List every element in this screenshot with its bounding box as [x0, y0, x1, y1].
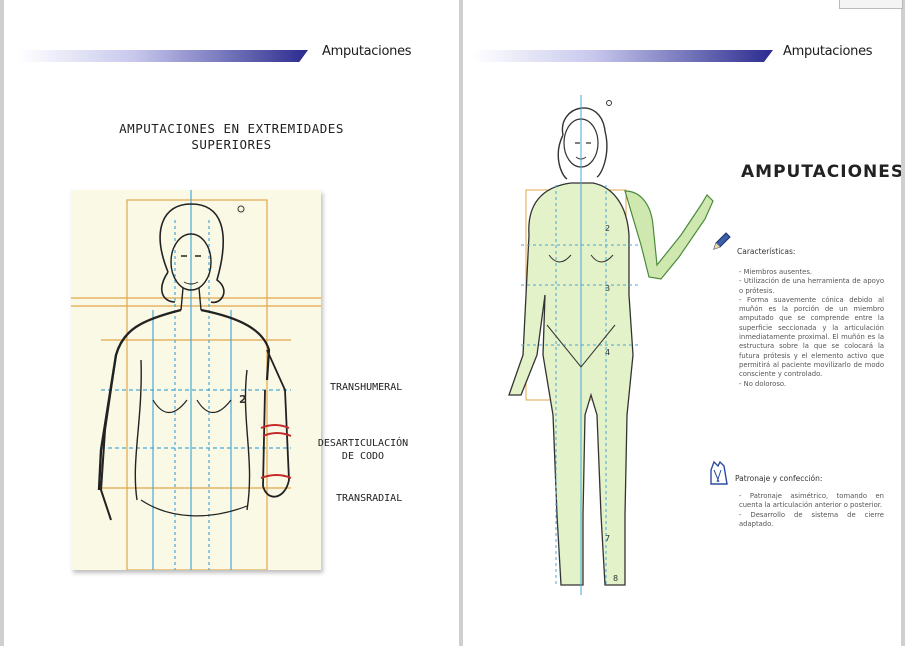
figure-mark-3: 3 — [605, 284, 610, 293]
list-item: - Utilización de una herramienta de apoy… — [739, 277, 884, 296]
right-page: Amputaciones o 2 3 4 7 8 AMPUTACIONES — [463, 0, 901, 646]
viewer-tab[interactable] — [839, 0, 903, 9]
brand-title: Amputaciones — [322, 44, 411, 59]
caracteristicas-list: - Miembros ausentes. - Utilización de un… — [739, 268, 884, 389]
figure-sketch: o 2 — [71, 190, 321, 570]
pencil-icon — [711, 230, 733, 252]
female-figure-colored-illustration — [501, 95, 736, 595]
page-title: AMPUTACIONES — [741, 162, 901, 182]
left-page: Amputaciones AMPUTACIONES EN EXTREMIDADE… — [4, 0, 459, 646]
figure-mark-2: 2 — [239, 393, 247, 406]
label-desarticulacion-line1: DESARTICULACIÓN — [315, 437, 411, 450]
garment-pattern-icon — [709, 460, 729, 486]
caracteristicas-heading: Características: — [737, 247, 795, 256]
patronaje-list: - Patronaje asimétrico, tomando en cuent… — [739, 492, 884, 529]
list-item: - Desarrollo de sistema de cierre adapta… — [739, 511, 884, 530]
figure-mark-4: 4 — [605, 348, 610, 357]
figure-mark-8: 8 — [613, 574, 618, 583]
header-gradient-bar — [18, 50, 308, 62]
female-figure-illustration — [71, 190, 321, 570]
brand-title: Amputaciones — [783, 44, 872, 59]
list-item: - Forma suavemente cónica debido al muñó… — [739, 296, 884, 380]
header-gradient-bar — [473, 50, 773, 62]
label-desarticulacion: DESARTICULACIÓN DE CODO — [315, 437, 411, 463]
figure-mark-2: 2 — [605, 224, 610, 233]
label-transradial: TRANSRADIAL — [336, 492, 402, 505]
figure-mark-7: 7 — [605, 534, 610, 543]
label-transhumeral: TRANSHUMERAL — [330, 381, 402, 394]
page-title: AMPUTACIONES EN EXTREMIDADES SUPERIORES — [4, 121, 459, 153]
list-item: - Miembros ausentes. — [739, 268, 884, 277]
list-item: - No doloroso. — [739, 380, 884, 389]
patronaje-heading: Patronaje y confección: — [735, 474, 822, 483]
list-item: - Patronaje asimétrico, tomando en cuent… — [739, 492, 884, 511]
label-desarticulacion-line2: DE CODO — [315, 450, 411, 463]
title-line-1: AMPUTACIONES EN EXTREMIDADES — [4, 121, 459, 137]
title-line-2: SUPERIORES — [4, 137, 459, 153]
